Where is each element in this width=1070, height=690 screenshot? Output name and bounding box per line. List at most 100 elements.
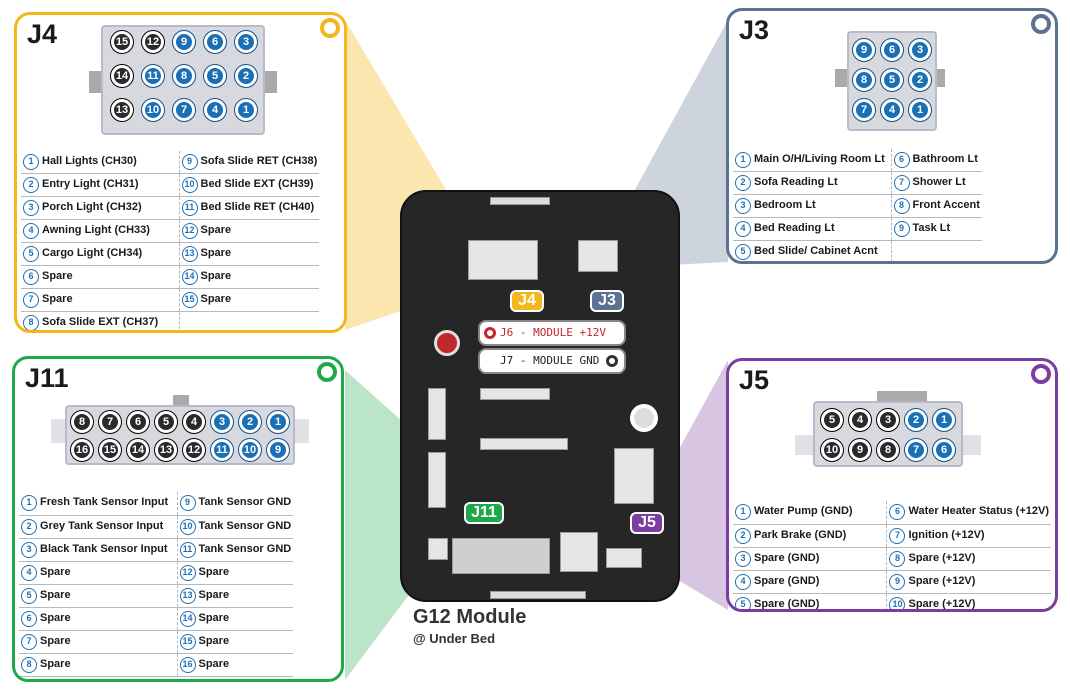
j3-corner-indicator-icon: [1031, 14, 1051, 34]
j5-pin-8: 8: [877, 439, 899, 461]
j4-pin-10: 10: [142, 99, 164, 121]
j4-pin-2: 2: [235, 65, 257, 87]
pin-number-icon: 6: [23, 268, 39, 285]
board-j3-connector: [578, 240, 618, 272]
j4-pin-1: 1: [235, 99, 257, 121]
j6-marker-icon: [484, 327, 496, 339]
j11-pin-5: 5: [155, 411, 177, 433]
pin-number-icon: 1: [735, 152, 751, 169]
j5-pin-7: 7: [905, 439, 927, 461]
j4-latch: [89, 71, 101, 93]
pin-function-label: Front Accent: [912, 198, 980, 211]
j4-pin-4: 4: [204, 99, 226, 121]
j5-title: J5: [739, 365, 770, 395]
j7-label-text: J7 - MODULE GND: [500, 354, 600, 367]
j11-corner-indicator-icon: [317, 362, 337, 382]
pin-number-icon: 6: [21, 610, 37, 627]
j3-latch: [835, 69, 847, 87]
j5-pin-2: 2: [905, 409, 927, 431]
j4-pin-7: 7: [173, 99, 195, 121]
j4-pin-12: 12: [142, 31, 164, 53]
j5-pin-5: 5: [821, 409, 843, 431]
j4-pin-9: 9: [173, 31, 195, 53]
j11-pin-8: 8: [71, 411, 93, 433]
pin-number-icon: 12: [181, 223, 198, 240]
j3-pin-8: 8: [853, 69, 875, 91]
pin-function-label: Spare: [198, 565, 230, 578]
pin-number-icon: 1: [23, 154, 39, 171]
pin-function-label: Spare: [40, 565, 71, 578]
j11-pin-4: 4: [183, 411, 205, 433]
top-header-connector: [490, 197, 550, 205]
j11-pin-7: 7: [99, 411, 121, 433]
pin-function-label: Tank Sensor GND: [198, 496, 292, 509]
pin-function-label: Tank Sensor GND: [198, 519, 292, 532]
j5-pin-9: 9: [849, 439, 871, 461]
pin-number-icon: 15: [179, 633, 196, 650]
pin-number-icon: 16: [179, 656, 196, 673]
pin-function-label: Water Pump (GND): [754, 505, 853, 518]
pin-function-label: Park Brake (GND): [754, 528, 847, 541]
pin-number-icon: 14: [179, 610, 196, 627]
j3-pin-9: 9: [853, 39, 875, 61]
j4-pin-14: 14: [111, 65, 133, 87]
j3-latch: [935, 69, 945, 87]
pin-number-icon: 4: [735, 573, 751, 590]
pin-function-label: Spare: [40, 634, 71, 647]
board-relay-row-1: [480, 388, 550, 400]
pin-function-label: Bed Slide/ Cabinet Acnt: [754, 244, 878, 257]
pin-function-label: Spare (+12V): [908, 551, 976, 564]
j11-title: J11: [25, 363, 69, 393]
j7-terminal: [630, 404, 658, 432]
pin-number-icon: 7: [889, 527, 906, 544]
pin-number-icon: 4: [23, 223, 39, 240]
pin-function-label: Spare (+12V): [908, 597, 976, 610]
pin-number-icon: 3: [21, 541, 37, 558]
pin-number-icon: 13: [181, 246, 198, 262]
pin-number-icon: 11: [181, 200, 198, 217]
j11-pin-9: 9: [267, 439, 289, 461]
j4-pin-cell: [179, 311, 320, 330]
pin-function-label: Porch Light (CH32): [42, 201, 142, 214]
pin-function-label: Tank Sensor GND: [198, 542, 292, 555]
j5-board-label: J5: [630, 512, 664, 534]
j5-pin-3: 3: [877, 409, 899, 431]
j4-corner-indicator-icon: [320, 18, 340, 38]
pin-number-icon: 4: [21, 564, 37, 581]
j6-terminal: [434, 330, 460, 356]
pin-function-label: Spare: [200, 269, 232, 282]
board-small-connector: [428, 538, 448, 560]
j3-pin-cell: [891, 240, 982, 261]
j3-pin-7: 7: [853, 99, 875, 121]
j3-pin-6: 6: [881, 39, 903, 61]
j5-corner-indicator-icon: [1031, 364, 1051, 384]
